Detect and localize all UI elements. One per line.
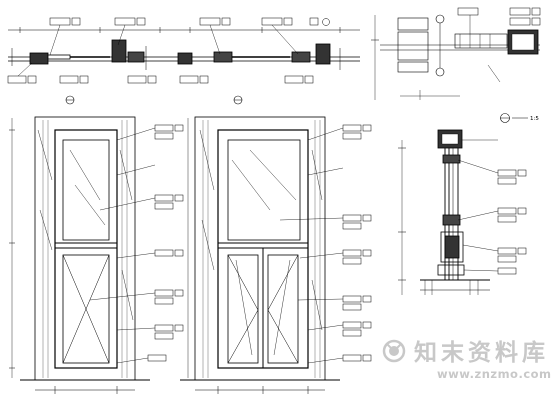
door-elevation-single-leaf xyxy=(9,95,184,394)
door-vertical-section-detail: 1:5 xyxy=(398,113,539,295)
door-plan-section-left xyxy=(7,17,172,84)
door-jamb-detail-top-right xyxy=(371,7,541,100)
door-elevation-double-leaf xyxy=(180,95,372,394)
door-plan-section-right xyxy=(172,17,360,84)
section-scale-label: 1:5 xyxy=(530,116,539,122)
